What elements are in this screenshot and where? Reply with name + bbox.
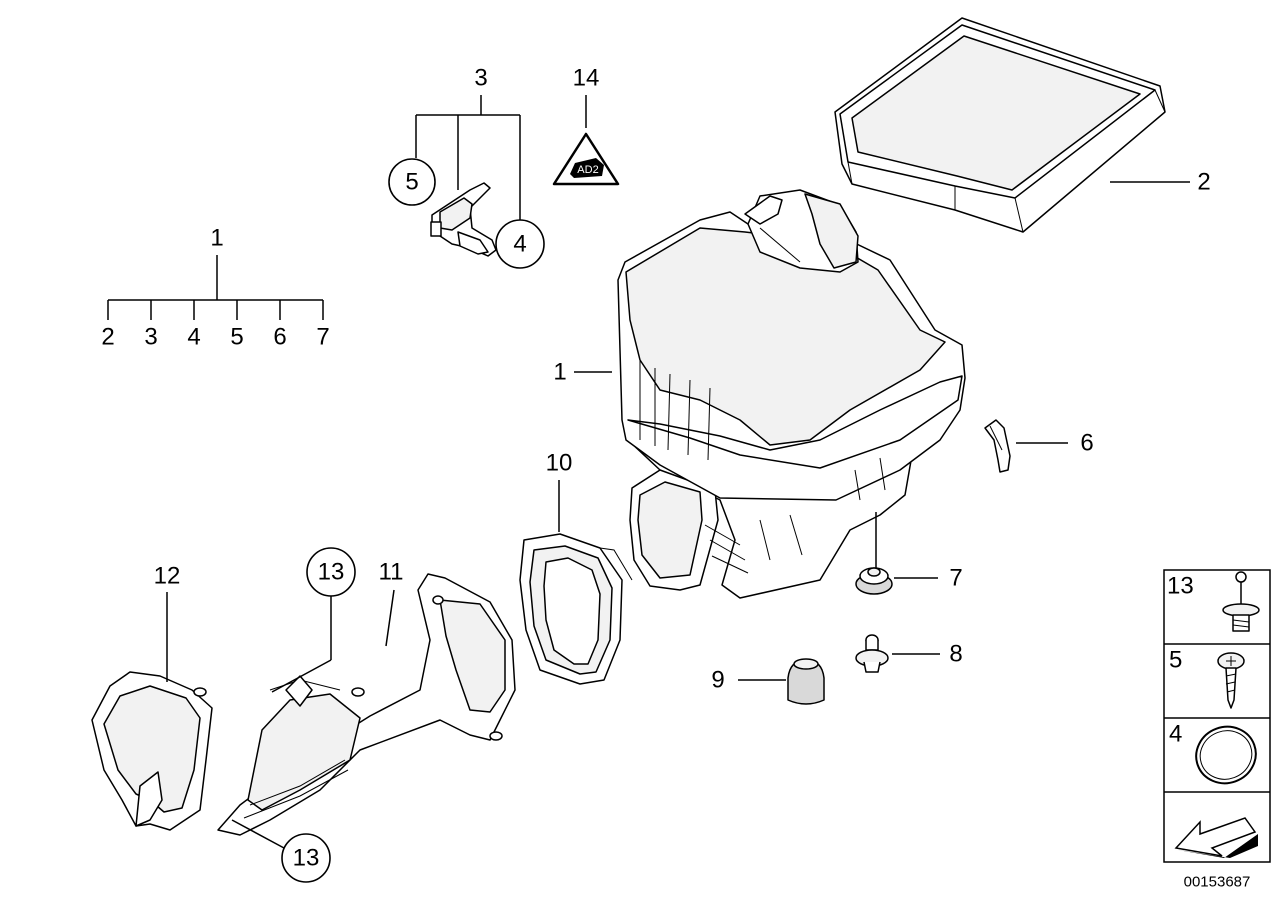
shield-part-12 <box>91 671 213 831</box>
screw-icon <box>1217 652 1245 709</box>
callout-4-circle <box>495 219 545 269</box>
callout-8-label: 8 <box>949 641 962 668</box>
warning-symbol-text: AD2 <box>577 164 598 176</box>
tree1-child-label: 2 <box>101 324 114 351</box>
tree1-child-label: 7 <box>316 324 329 351</box>
callout-13-circle <box>281 833 331 883</box>
callout-6-label: 6 <box>1080 430 1093 457</box>
hardware-legend: 13 5 4 <box>1163 569 1271 863</box>
legend-item-label: 13 <box>1167 573 1194 600</box>
callout-11-label: 11 <box>379 559 404 586</box>
callout-13-label: 13 <box>318 559 345 586</box>
tree1-child-label: 3 <box>144 324 157 351</box>
o-ring-icon <box>1195 725 1257 785</box>
callout-7-label: 7 <box>949 565 962 592</box>
grommet-part-8 <box>855 634 889 673</box>
rubber-mount-part-7 <box>855 567 893 595</box>
diagram-id: 00153687 <box>1184 874 1251 891</box>
air-filter-element <box>834 17 1166 233</box>
callout-14-label: 14 <box>573 65 600 92</box>
intake-silencer-housing <box>617 189 966 599</box>
tree1-child-label: 5 <box>230 324 243 351</box>
legend-item-label: 5 <box>1169 647 1182 674</box>
rubber-buffer-part-9 <box>787 658 825 705</box>
seal-part-10 <box>519 533 633 685</box>
callout-9-label: 9 <box>711 667 724 694</box>
part-14-group: 14 AD2 <box>552 65 620 186</box>
clip-part-6 <box>984 419 1011 473</box>
direction-arrow-icon <box>1174 817 1258 858</box>
part-1-hierarchy: 1 2 3 4 5 6 7 <box>101 225 329 351</box>
air-mass-sensor <box>430 182 497 257</box>
callout-3-label: 3 <box>474 65 487 92</box>
callout-2-label: 2 <box>1197 169 1210 196</box>
callout-1-label: 1 <box>553 359 566 386</box>
tree1-root-label: 1 <box>210 225 223 252</box>
tree1-child-label: 6 <box>273 324 286 351</box>
intake-duct-part-11 <box>217 573 516 836</box>
legend-item-label: 4 <box>1169 721 1182 748</box>
callout-5-label: 5 <box>405 169 418 196</box>
callout-12-label: 12 <box>154 563 181 590</box>
engine-symbol-icon <box>570 158 604 178</box>
bolt-with-washer-icon <box>1222 571 1260 632</box>
callout-10-label: 10 <box>546 450 573 477</box>
tree1-child-label: 4 <box>187 324 200 351</box>
part-3-group: 3 5 4 <box>388 65 545 269</box>
callout-13-label: 13 <box>293 845 320 872</box>
callout-5-circle <box>388 158 436 206</box>
callout-4-label: 4 <box>513 231 526 258</box>
